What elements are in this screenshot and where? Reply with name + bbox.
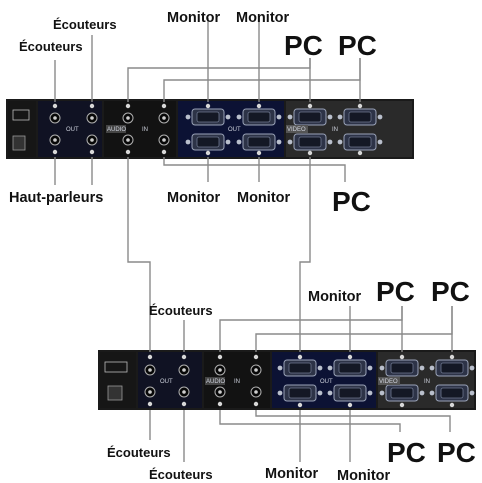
panel-in-label: IN [142, 127, 148, 133]
label-monitor-top-2: Monitor [236, 10, 290, 26]
label-monitor-top-1: Monitor [167, 10, 221, 26]
label-pc-bottom-1: PC [376, 276, 415, 307]
svg-text:VIDEO: VIDEO [379, 379, 398, 385]
label-earphones-bottom-3: Écouteurs [149, 467, 213, 482]
svg-text:OUT: OUT [228, 127, 241, 133]
svg-text:IN: IN [332, 127, 338, 133]
label-pc-top-1: PC [284, 30, 323, 61]
label-pc-top-2: PC [338, 30, 377, 61]
label-monitor-top-4: Monitor [237, 190, 291, 206]
svg-text:IN: IN [234, 379, 240, 385]
label-earphones-bottom-1: Écouteurs [149, 303, 213, 318]
panel-out-label: OUT [66, 127, 79, 133]
kvm-switch-top: OUT AUDIO IN OUT VIDEO IN [6, 99, 414, 159]
label-monitor-top-3: Monitor [167, 190, 221, 206]
panel-video-label: VIDEO [287, 127, 306, 133]
label-pc-bottom-3: PC [387, 437, 426, 468]
label-earphones-bottom-2: Écouteurs [107, 445, 171, 460]
label-monitor-bottom-1: Monitor [308, 289, 362, 305]
audio-out-section-bottom [138, 352, 202, 408]
label-earphones-top-1: Écouteurs [53, 17, 117, 32]
svg-text:OUT: OUT [160, 379, 173, 385]
label-pc-bottom-4: PC [437, 437, 476, 468]
label-pc-top-3: PC [332, 186, 371, 217]
label-monitor-bottom-2: Monitor [265, 466, 319, 482]
label-earphones-top-2: Écouteurs [19, 39, 83, 54]
svg-text:OUT: OUT [320, 379, 333, 385]
kvm-switch-bottom: OUT AUDIO IN OUT VIDEO IN [98, 350, 476, 410]
label-speakers: Haut-parleurs [9, 190, 103, 206]
svg-text:IN: IN [424, 379, 430, 385]
audio-out-section-top [38, 101, 102, 157]
connection-wires [54, 18, 453, 462]
label-monitor-bottom-3: Monitor [337, 468, 391, 483]
label-pc-bottom-2: PC [431, 276, 470, 307]
panel-audio-label: AUDIO [107, 127, 126, 133]
svg-text:AUDIO: AUDIO [206, 379, 225, 385]
